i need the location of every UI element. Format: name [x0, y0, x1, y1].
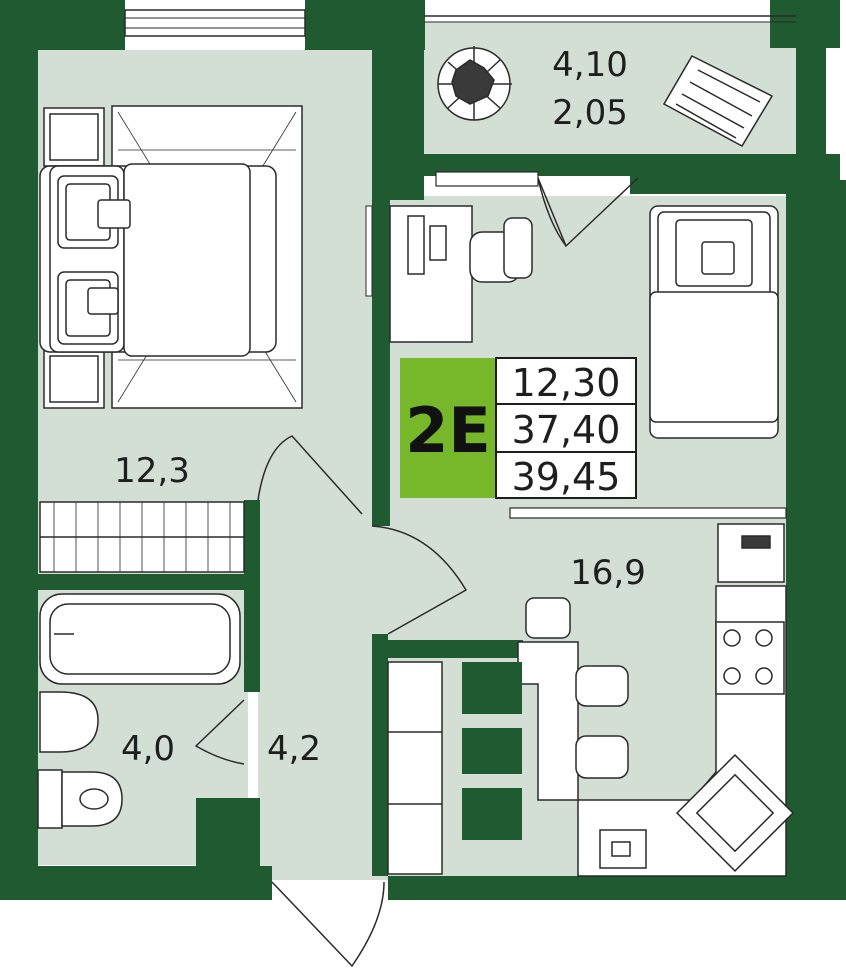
- hallway-cabinet: [387, 661, 443, 875]
- bar-stools: [525, 597, 629, 779]
- watermark-text: Домклик: [52, 912, 163, 940]
- total-area-with-balcony-value: 39,45: [512, 455, 621, 499]
- walls: [0, 0, 846, 900]
- nightstand-top: [43, 107, 105, 167]
- windows: [124, 9, 796, 519]
- nightstand-bottom: [43, 349, 105, 409]
- stove-icon: [715, 621, 785, 695]
- desk-chair: [469, 217, 533, 283]
- hallway-floor: [258, 420, 388, 880]
- house-logo-icon: [14, 908, 46, 940]
- shoe-rack: [462, 662, 522, 840]
- bedroom-area-label: 12,3: [114, 451, 190, 491]
- apartment-info-badge: 2E 12,30 37,40 39,45: [400, 357, 637, 499]
- bathroom-area-label: 4,0: [121, 729, 175, 769]
- balcony-area-label-1: 4,10: [552, 45, 628, 85]
- doors: [194, 177, 639, 968]
- toilet-icon: [37, 769, 123, 829]
- living-area-value: 12,30: [512, 361, 621, 405]
- kitchen-living-area-label: 16,9: [570, 553, 646, 593]
- dishwasher: [599, 829, 647, 869]
- room-labels: 4,10 2,05 12,3 16,9 4,0 4,2: [114, 45, 646, 769]
- hallway-area-label: 4,2: [267, 729, 321, 769]
- bathroom-sink: [39, 691, 99, 753]
- plant-icon: [437, 46, 512, 121]
- towel-rack: [196, 798, 244, 866]
- desk: [389, 205, 473, 343]
- total-area-value: 37,40: [512, 408, 621, 452]
- deck-chair-icon: [662, 55, 774, 147]
- fridge: [717, 523, 785, 583]
- wardrobe: [39, 501, 245, 573]
- double-bed-icon: [39, 163, 277, 357]
- balcony-area-label-2: 2,05: [552, 93, 628, 133]
- apartment-code: 2E: [405, 394, 491, 467]
- apartment-code-tile: [400, 358, 496, 498]
- bathtub-icon: [39, 593, 241, 685]
- watermark: Домклик: [14, 908, 163, 940]
- kitchen-sink-icon: [675, 753, 795, 873]
- single-bed: [649, 205, 779, 439]
